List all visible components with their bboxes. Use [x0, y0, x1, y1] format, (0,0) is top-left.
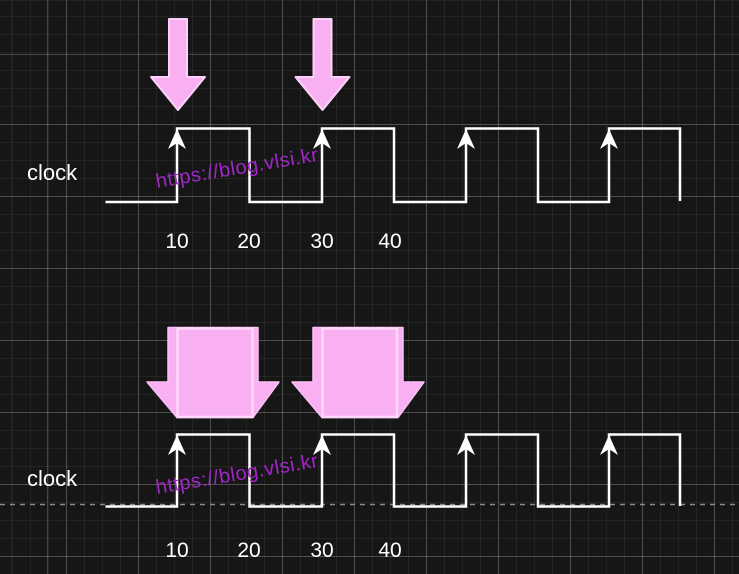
- time-tick-label: 20: [237, 539, 261, 562]
- time-tick-label: 40: [378, 539, 402, 562]
- rising-edge-arrowhead-icon: [313, 129, 331, 149]
- pulse-highlight-outline: [176, 327, 254, 419]
- rising-edge-arrowhead-icon: [457, 435, 475, 455]
- rising-edge-arrowhead-icon: [600, 435, 618, 455]
- time-tick-label: 10: [165, 539, 189, 562]
- pulse-marker-wide-down-arrow-icon: [146, 326, 280, 419]
- pulse-marker-wide-down-arrow-icon: [291, 326, 425, 419]
- rising-edge-arrowhead-icon: [457, 129, 475, 149]
- edge-marker-down-arrow-icon: [150, 18, 206, 111]
- rising-edge-arrowhead-icon: [168, 129, 186, 149]
- edge-marker-down-arrow-icon: [294, 18, 351, 111]
- time-tick-label: 40: [378, 230, 402, 253]
- time-tick-label: 30: [310, 539, 334, 562]
- rising-edge-arrowhead-icon: [600, 129, 618, 149]
- signal-label-clock-top: clock: [27, 160, 78, 185]
- time-tick-label: 20: [237, 230, 261, 253]
- signal-label-clock-bottom: clock: [27, 466, 78, 491]
- clock-waveform-top: [105, 127, 682, 204]
- rising-edge-arrowhead-icon: [313, 435, 331, 455]
- time-tick-label: 30: [310, 230, 334, 253]
- rising-edge-arrowhead-icon: [168, 435, 186, 455]
- time-tick-label: 10: [165, 230, 189, 253]
- pulse-highlight-outline: [321, 327, 399, 419]
- clock-waveform-bottom: [105, 433, 682, 508]
